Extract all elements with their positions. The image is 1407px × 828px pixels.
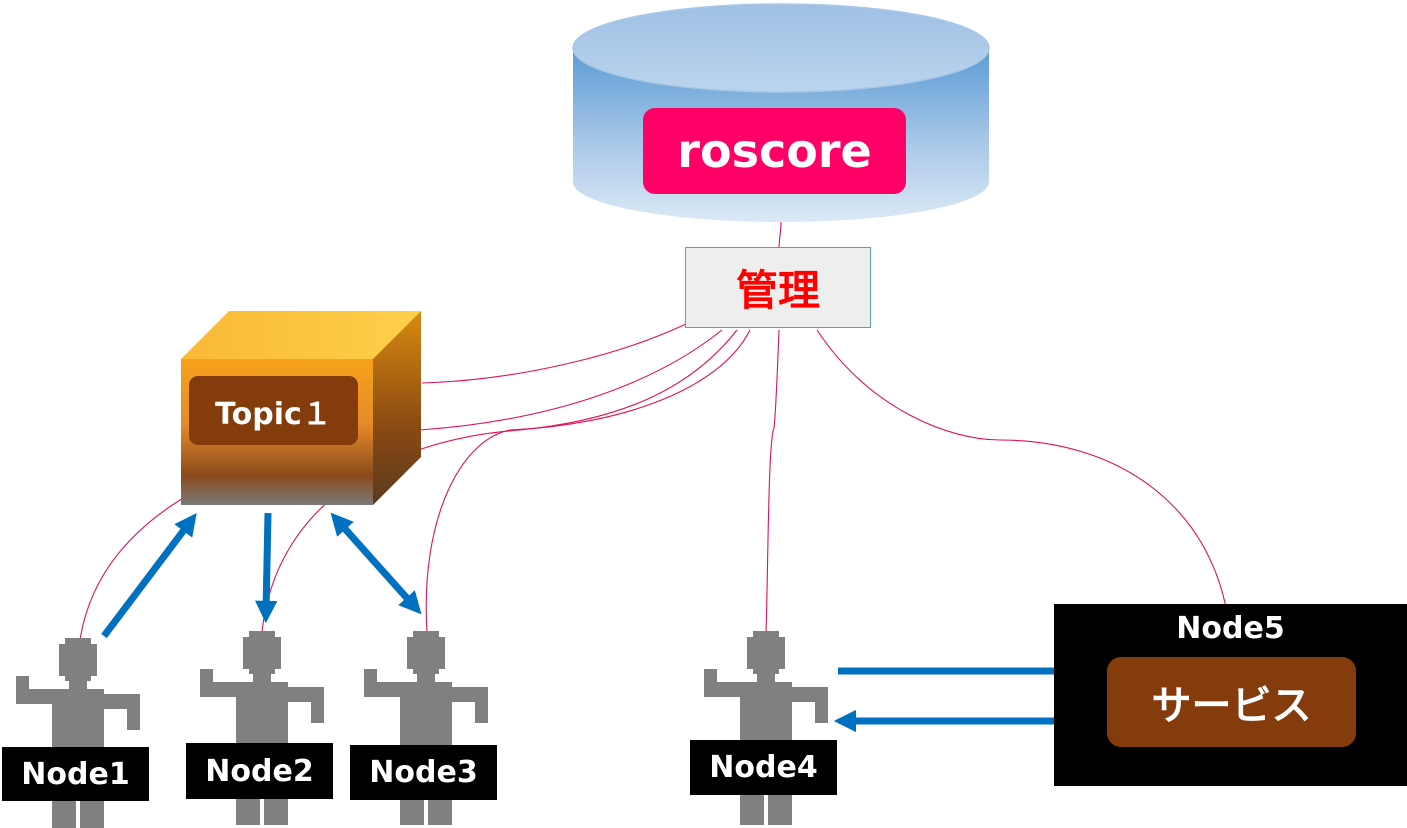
node4-label: Node4 — [690, 740, 837, 795]
arrow-node1-to-topic — [101, 513, 197, 639]
arrows — [101, 512, 1100, 733]
node5-label: Node5 — [1176, 610, 1285, 646]
service-label: サービス — [1107, 657, 1356, 747]
topic-label: Topic１ — [189, 376, 358, 445]
line-roscore-manager — [778, 221, 782, 249]
node1-label: Node1 — [2, 747, 149, 801]
line-manager-node3 — [425, 329, 751, 633]
line-manager-topic — [421, 323, 687, 384]
line-manager-node2 — [261, 329, 738, 633]
node3-label: Node3 — [350, 745, 497, 800]
node4-figure — [704, 631, 828, 825]
manager-label: 管理 — [685, 247, 871, 328]
node2-label: Node2 — [186, 743, 333, 799]
arrow-topic-node3-bidirectional — [330, 512, 422, 615]
line-manager-service — [816, 329, 1232, 658]
roscore-label: roscore — [643, 108, 906, 194]
line-manager-node4 — [765, 329, 780, 633]
arrow-topic-to-node2 — [255, 512, 278, 624]
